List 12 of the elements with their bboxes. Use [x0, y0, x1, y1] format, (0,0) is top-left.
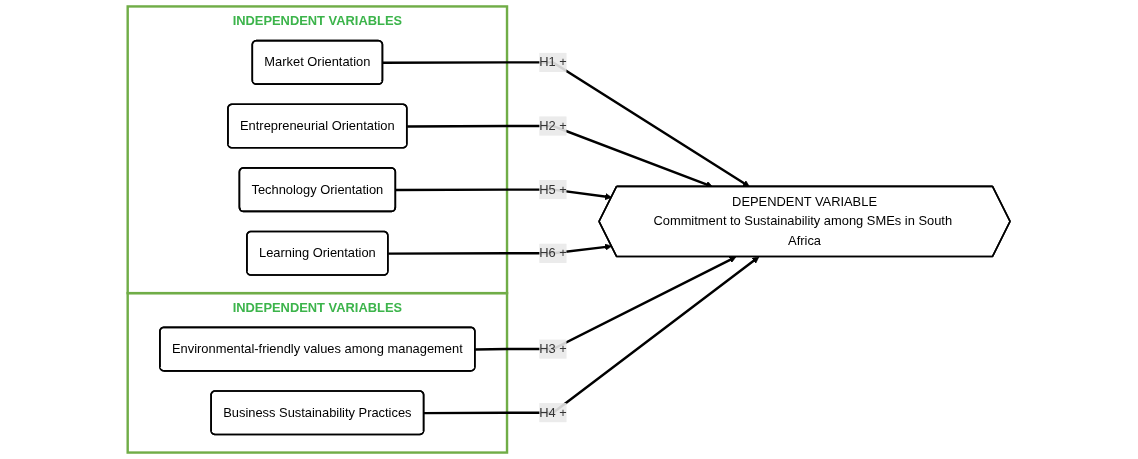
edge-label: H4 + — [539, 405, 567, 420]
arrow — [475, 256, 737, 351]
edge-label: H3 + — [539, 341, 567, 356]
arrow — [407, 124, 714, 188]
edge-label: H1 + — [539, 55, 567, 69]
edge-label: H2 + — [539, 118, 567, 133]
arrow — [424, 256, 760, 415]
arrow — [388, 243, 613, 255]
edge-label: H6 + — [539, 246, 567, 260]
arrow — [382, 61, 750, 188]
edge-label: H5 + — [539, 182, 567, 197]
arrow — [395, 188, 613, 201]
